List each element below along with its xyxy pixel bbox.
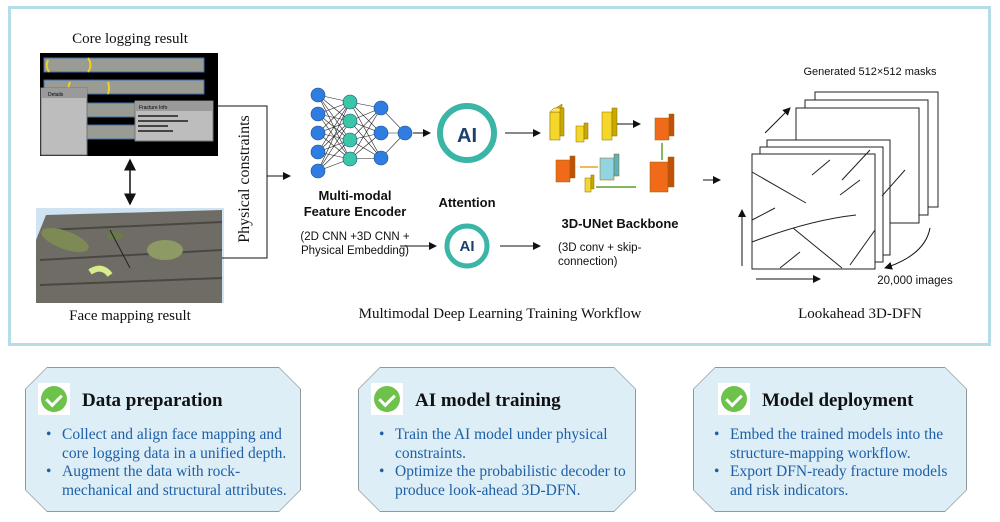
card-bullet: Embed the trained models into the struct… xyxy=(712,426,958,463)
nn-node xyxy=(310,163,326,179)
attention-label: Attention xyxy=(438,195,496,210)
nn-edge xyxy=(349,120,382,159)
nn-edge xyxy=(317,101,351,134)
nn-node xyxy=(342,132,358,148)
nn-edge xyxy=(349,101,382,134)
ai-badge-text-2: AI xyxy=(459,238,475,255)
nn-edge xyxy=(317,101,351,172)
card-ai-model-training: AI model training Train the AI model und… xyxy=(358,367,636,512)
core-logging-image xyxy=(40,53,218,156)
check-icon xyxy=(371,383,403,415)
unet-title: 3D-UNet Backbone xyxy=(561,216,679,231)
card-bullet: Optimize the probabilistic decoder to pr… xyxy=(377,463,627,500)
attention-ai-icon xyxy=(437,103,497,163)
encoder-title: Multi-modal Feature Encoder xyxy=(303,188,407,219)
dfn-caption: Lookahead 3D-DFN xyxy=(798,306,922,322)
nn-node xyxy=(310,144,326,160)
card-model-deployment: Model deployment Embed the trained model… xyxy=(693,367,967,512)
workflow-caption: Multimodal Deep Learning Training Workfl… xyxy=(358,306,642,322)
unet-detail: (3D conv + skip-connection) xyxy=(558,242,642,268)
nn-node xyxy=(310,106,326,122)
encoder-detail: (2D CNN +3D CNN + Physical Embedding) xyxy=(300,231,410,257)
card-title: Model deployment xyxy=(762,390,914,411)
unet-blocks-icon xyxy=(549,103,675,193)
nn-node xyxy=(310,87,326,103)
nn-node xyxy=(373,100,389,116)
details-panel xyxy=(40,87,88,156)
neural-network-icon xyxy=(317,94,406,172)
images-count-label: 20,000 images xyxy=(877,275,953,287)
nn-node xyxy=(397,125,413,141)
card-bullet: Train the AI model under physical constr… xyxy=(377,426,627,463)
nn-node xyxy=(342,151,358,167)
nn-edge xyxy=(317,139,351,172)
card-data-preparation: Data preparation Collect and align face … xyxy=(25,367,301,512)
ai-badge-text: AI xyxy=(457,125,477,147)
fracture-masks-stack xyxy=(751,91,939,270)
nn-edge xyxy=(317,120,351,172)
nn-node xyxy=(310,125,326,141)
card-title: Data preparation xyxy=(82,390,223,411)
ai-icon-second xyxy=(444,223,490,269)
nn-edge xyxy=(349,107,382,141)
core-logging-label: Core logging result xyxy=(72,31,188,47)
card-bullet: Export DFN-ready fracture models and ris… xyxy=(712,463,958,500)
nn-edge xyxy=(317,101,351,153)
check-icon xyxy=(718,383,750,415)
card-bullet: Augment the data with rock-mechanical an… xyxy=(44,463,292,500)
physical-constraints-label: Physical constraints xyxy=(236,115,253,243)
card-bullet: Collect and align face mapping and core … xyxy=(44,426,292,463)
face-mapping-label: Face mapping result xyxy=(69,308,191,324)
face-mapping-image xyxy=(36,208,224,303)
details-title: Details xyxy=(48,92,64,98)
nn-node xyxy=(373,125,389,141)
nn-node xyxy=(373,150,389,166)
fracture-info-title: Fracture Info xyxy=(139,105,168,111)
nn-node xyxy=(342,94,358,110)
nn-edge xyxy=(349,101,382,159)
nn-node xyxy=(342,113,358,129)
nn-edge xyxy=(349,107,382,160)
check-icon xyxy=(38,383,70,415)
masks-label: Generated 512×512 masks xyxy=(803,66,937,78)
card-title: AI model training xyxy=(415,390,561,411)
